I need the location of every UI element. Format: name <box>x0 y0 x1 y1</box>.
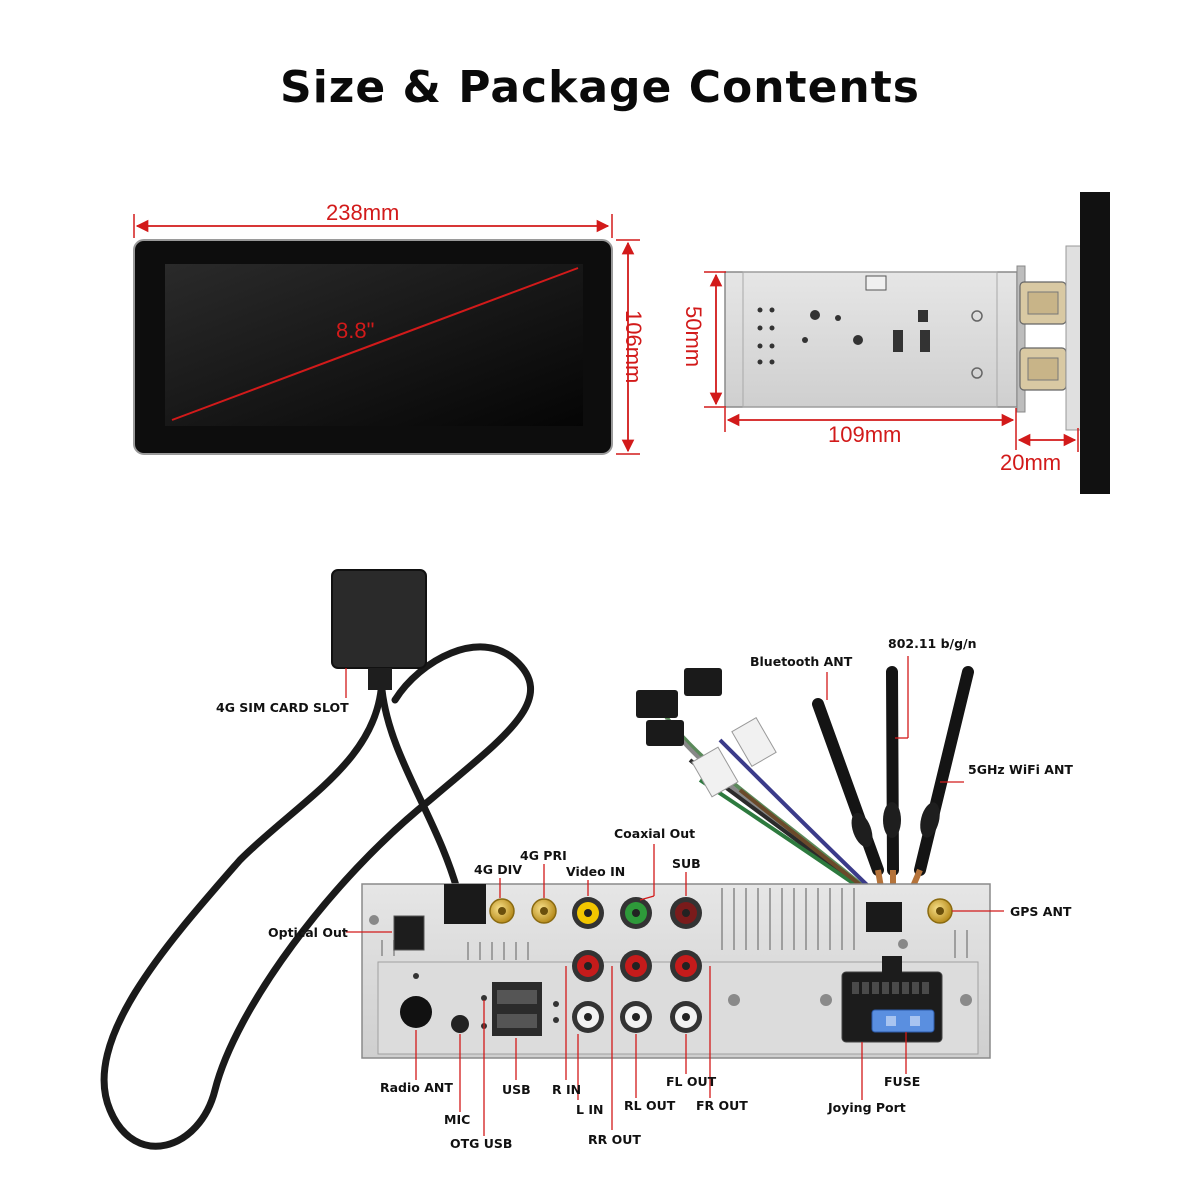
harness-connector-3 <box>646 720 684 746</box>
sim-cable-to-port <box>378 686 464 904</box>
side-view: 50mm 109mm 20mm <box>681 192 1110 494</box>
side-clip <box>865 275 887 291</box>
screen-side-bezel <box>1065 245 1083 431</box>
optical-out-label: Optical Out <box>268 925 348 940</box>
harness-tag-2 <box>731 716 777 768</box>
side-bezel-label: 20mm <box>1000 450 1061 475</box>
side-chassis <box>724 271 1018 408</box>
otg-usb-label: OTG USB <box>450 1136 512 1151</box>
front-height-label: 106mm <box>621 310 646 383</box>
radio-ant-label: Radio ANT <box>380 1080 453 1095</box>
fuse[interactable] <box>871 1009 935 1033</box>
page-title: Size & Package Contents <box>280 62 920 113</box>
rear-fins <box>381 888 968 960</box>
sim-cable <box>100 643 534 1150</box>
side-depth-label: 109mm <box>828 422 901 447</box>
optical-out-port[interactable] <box>393 915 425 951</box>
diagonal-line <box>171 267 579 421</box>
screen-side-profile <box>1080 192 1110 494</box>
side-panel-inner <box>742 271 998 408</box>
front-view: 8.8" 238mm 106mm <box>133 200 646 455</box>
g4-div-label: 4G DIV <box>474 862 522 877</box>
side-mount-plate <box>1016 265 1026 413</box>
antennas <box>812 666 974 907</box>
harness-tag-1 <box>691 746 739 798</box>
rr-out-label: RR OUT <box>588 1132 641 1147</box>
harness-socket[interactable] <box>866 902 902 932</box>
wifi-80211-label: 802.11 b/g/n <box>888 636 977 651</box>
sim-cable-assembly: 4G SIM CARD SLOT <box>100 569 534 1150</box>
harness-connector-1 <box>636 690 678 718</box>
side-screw-2 <box>971 367 983 379</box>
joying-port-label: Joying Port <box>827 1100 906 1115</box>
sim-slot-label: 4G SIM CARD SLOT <box>216 700 349 715</box>
rear-panel <box>361 883 991 1059</box>
fr-out-label: FR OUT <box>696 1098 748 1113</box>
side-holes <box>757 307 930 365</box>
front-width-label: 238mm <box>326 200 399 225</box>
r-in-label: R IN <box>552 1082 581 1097</box>
g4-pri-label: 4G PRI <box>520 848 567 863</box>
l-in-label: L IN <box>576 1102 603 1117</box>
mic-port[interactable] <box>451 1015 469 1033</box>
rca-sub[interactable] <box>670 897 702 929</box>
bluetooth-ant-label: Bluetooth ANT <box>750 654 853 669</box>
side-screw-1 <box>971 310 983 322</box>
sub-label: SUB <box>672 856 701 871</box>
mic-label: MIC <box>444 1112 470 1127</box>
rca-coaxial-out[interactable] <box>620 897 652 929</box>
rca-r-in[interactable] <box>572 950 604 982</box>
fuse-label: FUSE <box>884 1074 920 1089</box>
port-labels: Bluetooth ANT 802.11 b/g/n 5GHz WiFi ANT… <box>268 636 1073 1151</box>
rca-rl-out[interactable] <box>620 1001 652 1033</box>
harness-connector-2 <box>684 668 722 696</box>
fl-out-label: FL OUT <box>666 1074 717 1089</box>
rl-out-label: RL OUT <box>624 1098 676 1113</box>
rca-video-in[interactable] <box>572 897 604 929</box>
rca-fr-out[interactable] <box>670 950 702 982</box>
rca-fl-out[interactable] <box>670 1001 702 1033</box>
gps-ant-label: GPS ANT <box>1010 904 1072 919</box>
wifi-5ghz-label: 5GHz WiFi ANT <box>968 762 1073 777</box>
coaxial-out-label: Coaxial Out <box>614 826 695 841</box>
rca-l-in[interactable] <box>572 1001 604 1033</box>
radio-ant-port[interactable] <box>400 996 432 1028</box>
sim-port[interactable] <box>444 884 486 924</box>
side-height-label: 50mm <box>681 306 706 367</box>
video-in-label: Video IN <box>566 864 625 879</box>
harness-wires <box>636 668 898 914</box>
leader-lines <box>346 656 1004 1136</box>
sim-card-box <box>331 569 427 669</box>
screen-diagonal-label: 8.8" <box>336 318 374 343</box>
rca-rr-out[interactable] <box>620 950 652 982</box>
usb-label: USB <box>502 1082 531 1097</box>
